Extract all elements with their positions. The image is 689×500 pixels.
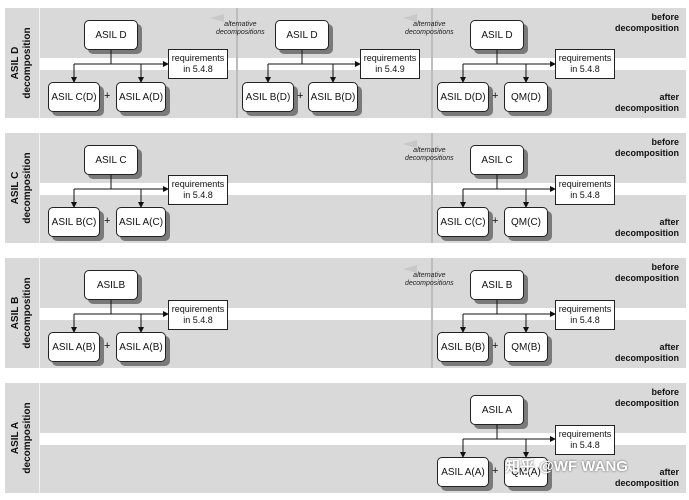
asil-a-requirements-3: requirements in 5.4.8 (555, 425, 615, 455)
asil-d-parent-1: ASIL D (84, 20, 138, 50)
asil-c-alternative-label: alternative decompositions (405, 147, 454, 162)
plus-sign: + (297, 90, 304, 102)
asil-d-child-1b: ASIL A(D) (116, 82, 166, 112)
asil-a-gap (40, 433, 686, 445)
asil-b-parent-1: ASILB (84, 270, 138, 300)
asil-c-before-label: before decomposition (614, 137, 679, 158)
alternative-arrow-icon (210, 14, 224, 22)
alternative-arrow-icon (403, 14, 417, 22)
asil-b-child-3a: ASIL B(B) (437, 332, 489, 362)
asil-c-parent-3: ASIL C (470, 145, 524, 175)
asil-a-before-label: before decomposition (614, 387, 679, 408)
asil-a-child-3b: QM(A) (504, 457, 548, 487)
asil-d-child-3b: QM(D) (504, 82, 548, 112)
plus-sign: + (492, 90, 499, 102)
plus-sign: + (104, 215, 111, 227)
asil-c-row-label: ASIL C decomposition (5, 133, 40, 243)
alternative-arrow-icon (403, 140, 417, 148)
asil-c-parent-1: ASIL C (84, 145, 138, 175)
asil-b-child-1a: ASIL A(B) (48, 332, 100, 362)
asil-d-alternative-label-2: alternative decompositions (405, 21, 454, 36)
asil-b-after-label: after decomposition (614, 342, 679, 363)
asil-c-child-3a: ASIL C(C) (437, 207, 489, 237)
watermark: 知乎 @WF WANG (505, 458, 628, 475)
asil-b-requirements-3: requirements in 5.4.8 (555, 300, 615, 330)
asil-a-parent-3: ASIL A (470, 395, 524, 425)
asil-d-requirements-1: requirements in 5.4.8 (168, 49, 228, 79)
asil-c-after-label: after decomposition (614, 217, 679, 238)
asil-b-separator (431, 258, 433, 368)
asil-d-child-3a: ASIL D(D) (437, 82, 489, 112)
asil-b-alternative-label: alternative decompositions (405, 272, 454, 287)
asil-b-child-3b: QM(B) (504, 332, 548, 362)
plus-sign: + (104, 340, 111, 352)
asil-c-child-1a: ASIL B(C) (48, 207, 100, 237)
asil-d-row-label: ASIL D decomposition (5, 8, 40, 118)
asil-b-child-1b: ASIL A(B) (116, 332, 166, 362)
asil-b-row-label: ASIL B decomposition (5, 258, 40, 368)
asil-d-after-label: after decomposition (614, 92, 679, 113)
asil-c-requirements-1: requirements in 5.4.8 (168, 175, 228, 205)
asil-d-child-1a: ASIL C(D) (48, 82, 100, 112)
plus-sign: + (104, 90, 111, 102)
asil-c-requirements-3: requirements in 5.4.8 (555, 175, 615, 205)
alternative-arrow-icon (403, 265, 417, 273)
asil-b-before-label: before decomposition (614, 262, 679, 283)
asil-a-row-label: ASIL A decomposition (5, 383, 40, 493)
asil-d-separator-1 (236, 8, 238, 118)
asil-a-child-3a: ASIL A(A) (437, 457, 489, 487)
asil-b-requirements-1: requirements in 5.4.8 (168, 300, 228, 330)
asil-d-parent-3: ASIL D (470, 20, 524, 50)
asil-d-child-2b: ASIL B(D) (308, 82, 358, 112)
asil-a-after-label: after decomposition (614, 467, 679, 488)
asil-d-child-2a: ASIL B(D) (242, 82, 294, 112)
asil-c-separator (431, 133, 433, 243)
asil-b-parent-3: ASIL B (470, 270, 524, 300)
plus-sign: + (492, 340, 499, 352)
asil-c-child-3b: QM(C) (504, 207, 548, 237)
asil-d-parent-2: ASIL D (275, 20, 329, 50)
asil-d-alternative-label-1: alternative decompositions (216, 21, 265, 36)
asil-d-requirements-3: requirements in 5.4.8 (555, 49, 615, 79)
plus-sign: + (492, 465, 499, 477)
asil-d-before-label: before decomposition (614, 12, 679, 33)
asil-d-requirements-2: requirements in 5.4.9 (360, 49, 420, 79)
asil-d-separator-2 (431, 8, 433, 118)
plus-sign: + (492, 215, 499, 227)
asil-c-child-1b: ASIL A(C) (116, 207, 166, 237)
